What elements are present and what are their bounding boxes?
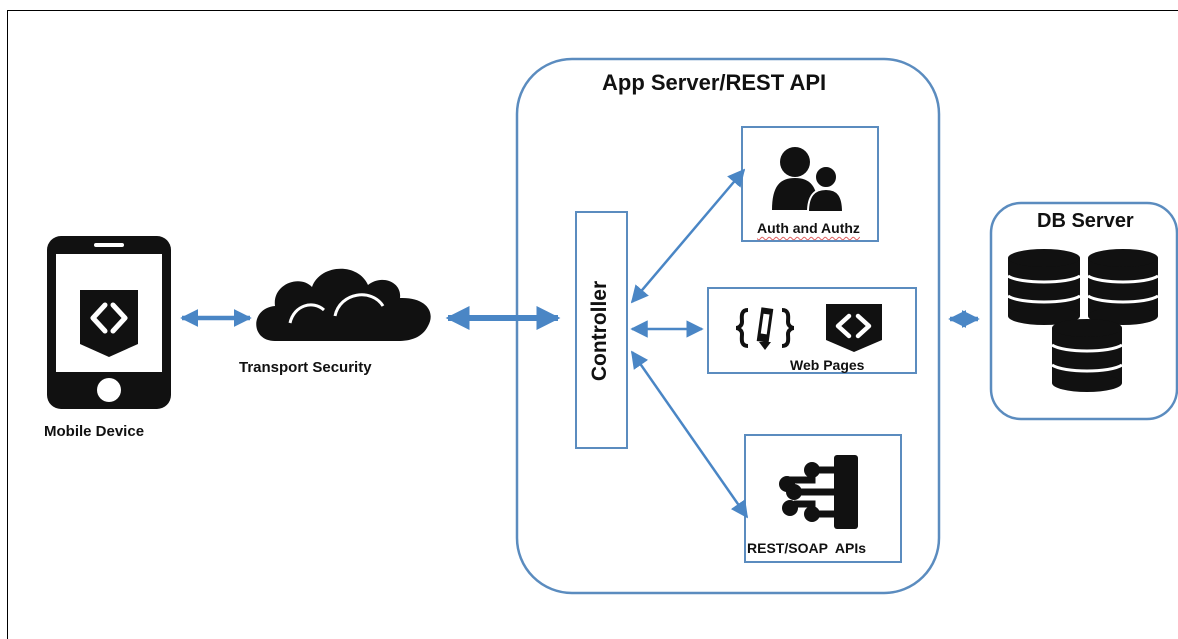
controller-box xyxy=(575,211,628,449)
api-icon xyxy=(779,455,858,529)
code-icon-mobile xyxy=(80,290,138,357)
web-pages-label: Web Pages xyxy=(790,357,865,373)
transport-security-label: Transport Security xyxy=(239,359,372,376)
database-icon-2 xyxy=(1087,249,1159,325)
frame-left-border xyxy=(7,10,8,639)
curly-braces-icon xyxy=(735,307,795,350)
auth-label: Auth and Authz xyxy=(757,220,860,236)
database-icon-1 xyxy=(1007,249,1081,325)
users-icon xyxy=(772,147,845,213)
arrow-controller-auth xyxy=(630,168,746,304)
db-server-title: DB Server xyxy=(1037,210,1134,232)
mobile-device-label: Mobile Device xyxy=(44,423,145,440)
rest-soap-label: REST/SOAP APIs xyxy=(747,540,867,556)
app-server-title: App Server/REST API xyxy=(602,70,827,95)
controller-label: Controller xyxy=(588,280,611,382)
db-server-container xyxy=(989,201,1178,421)
code-icon-web xyxy=(826,304,882,352)
rest-box xyxy=(744,434,902,563)
frame-top-border xyxy=(7,10,1178,11)
arrow-controller-rest xyxy=(630,350,749,519)
database-icon-3 xyxy=(1051,319,1123,392)
cloud-icon xyxy=(256,268,431,341)
